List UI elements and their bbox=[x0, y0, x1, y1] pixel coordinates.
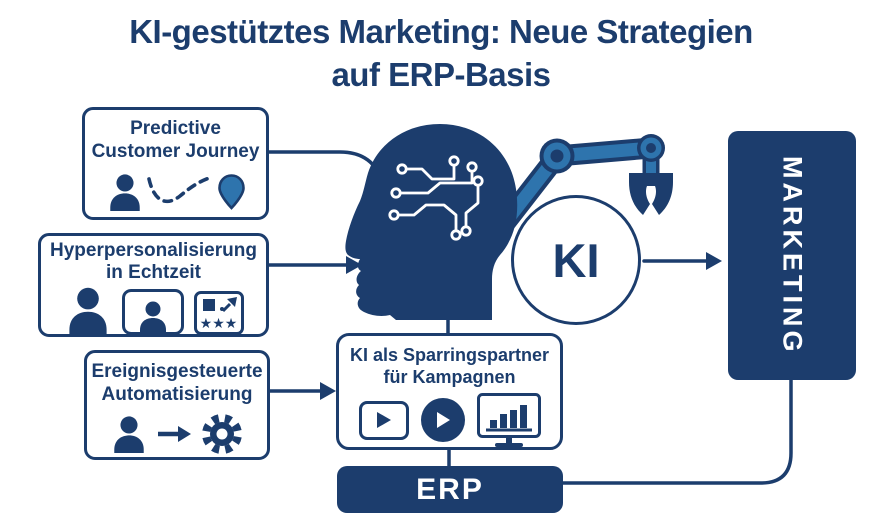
card-event-icons bbox=[87, 412, 267, 456]
analytics-monitor-icon bbox=[476, 393, 541, 447]
card-sparring-icons bbox=[339, 393, 560, 447]
card-event-title-line2: Automatisierung bbox=[101, 384, 253, 405]
rating-square-icon bbox=[202, 299, 215, 311]
gripper-claw-icon bbox=[629, 173, 673, 215]
card-hyper-title-line2: in Echtzeit bbox=[105, 262, 201, 283]
person-icon bbox=[110, 174, 140, 211]
card-sparring-title: KI als Sparringspartner für Kampagnen bbox=[339, 344, 560, 388]
video-call-icon bbox=[121, 289, 184, 335]
page-title: KI-gestütztes Marketing: Neue Strategien… bbox=[0, 10, 882, 96]
connector-erp-to-marketing bbox=[561, 378, 793, 485]
arrowhead-event bbox=[320, 382, 336, 400]
card-hyper-title-line1: Hyperpersonalisierung bbox=[50, 240, 257, 261]
head-circuit-icon bbox=[345, 124, 518, 320]
person-icon bbox=[68, 287, 107, 334]
ki-node: KI bbox=[511, 195, 641, 325]
card-sparringspartner: KI als Sparringspartner für Kampagnen bbox=[336, 333, 563, 450]
arrowhead-hyper bbox=[346, 256, 362, 274]
gear-icon bbox=[202, 414, 242, 454]
video-player-icon bbox=[358, 400, 409, 440]
card-ereignisgesteuerte-automatisierung: Ereignisgesteuerte Automatisierung bbox=[84, 350, 270, 460]
play-button-icon bbox=[420, 398, 465, 442]
stars-icon: ★★★ bbox=[199, 316, 238, 332]
page-title-line2: auf ERP-Basis bbox=[331, 56, 551, 93]
erp-node: ERP bbox=[337, 466, 563, 513]
rating-dot-icon bbox=[219, 307, 224, 311]
right-arrow-icon bbox=[158, 426, 191, 442]
elbow-joint-icon bbox=[539, 138, 575, 174]
wrist-joint-icon bbox=[637, 134, 665, 162]
card-predictive-title: Predictive Customer Journey bbox=[85, 117, 266, 163]
person-icon bbox=[114, 416, 144, 453]
card-sparring-title-line2: für Kampagnen bbox=[383, 367, 516, 387]
ki-label: KI bbox=[552, 233, 600, 287]
rating-card-icon: ★★★ bbox=[193, 291, 244, 335]
person-on-screen-icon bbox=[139, 301, 166, 332]
journey-route-icon bbox=[147, 175, 214, 204]
card-event-title: Ereignisgesteuerte Automatisierung bbox=[87, 360, 267, 406]
card-predictive-title-line2: Customer Journey bbox=[91, 141, 260, 162]
circuit-nodes bbox=[388, 155, 484, 241]
arrowhead-ki bbox=[706, 252, 722, 270]
card-event-title-line1: Ereignisgesteuerte bbox=[91, 361, 263, 382]
head-silhouette bbox=[345, 124, 518, 320]
location-pin-icon bbox=[218, 174, 245, 210]
marketing-node: MARKETING bbox=[728, 131, 856, 380]
card-predictive-customer-journey: Predictive Customer Journey bbox=[82, 107, 269, 220]
play-triangle-icon bbox=[436, 412, 450, 428]
card-sparring-title-line1: KI als Sparringspartner bbox=[349, 345, 550, 365]
play-triangle-icon bbox=[376, 412, 391, 428]
circuit-traces bbox=[392, 163, 480, 233]
trend-arrow-icon bbox=[221, 297, 237, 313]
card-hyper-title: Hyperpersonalisierung in Echtzeit bbox=[41, 240, 266, 284]
erp-label: ERP bbox=[416, 472, 484, 506]
page-title-line1: KI-gestütztes Marketing: Neue Strategien bbox=[129, 13, 753, 50]
card-predictive-title-line1: Predictive bbox=[130, 118, 221, 139]
card-hyperpersonalisierung: Hyperpersonalisierung in Echtzeit bbox=[38, 233, 269, 337]
card-hyper-icons: ★★★ bbox=[41, 285, 266, 335]
card-predictive-icons bbox=[85, 171, 266, 213]
marketing-label: MARKETING bbox=[777, 155, 808, 356]
